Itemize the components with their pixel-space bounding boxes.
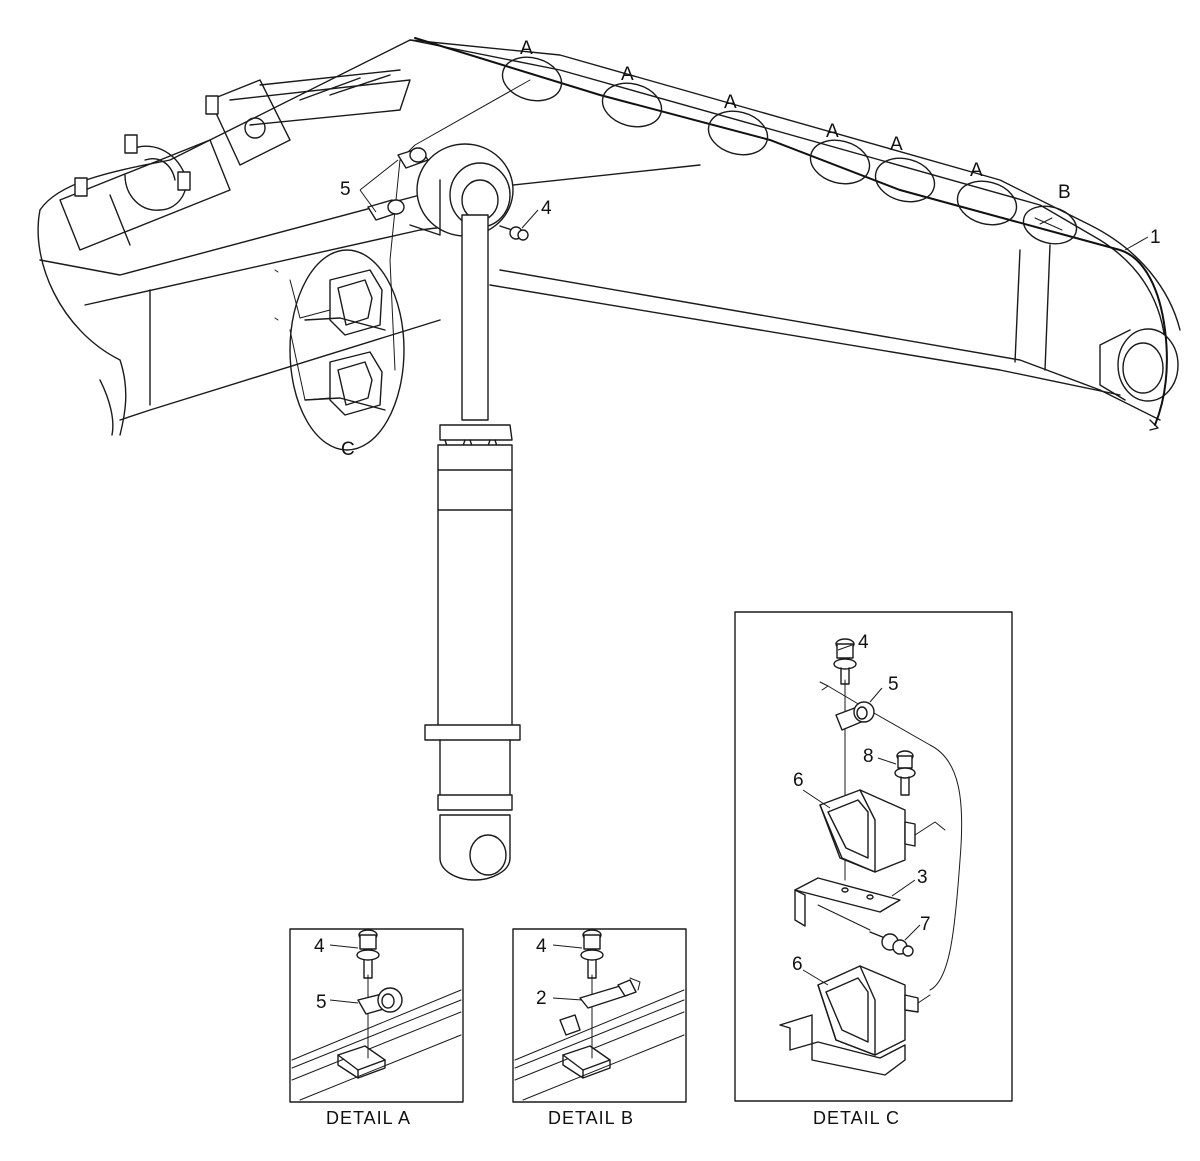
clamp-upper [397, 147, 429, 169]
bubble-a2 [601, 82, 663, 128]
detail-b-bolt [580, 929, 604, 979]
detail-c-bracket [794, 877, 901, 931]
callout-a4: A [826, 121, 839, 142]
callout-c: C [341, 439, 355, 460]
detail-b-callout-2: 2 [536, 988, 547, 1009]
detail-c-callout-7: 7 [920, 914, 931, 935]
callout-5: 5 [340, 179, 351, 200]
hydraulic-line [414, 37, 1168, 426]
detail-c-callout-6-top: 6 [793, 770, 804, 791]
bubble-a3 [707, 110, 769, 156]
callout-a6: A [970, 160, 983, 181]
callout-4: 4 [541, 198, 552, 219]
detail-a-panel [289, 928, 464, 1103]
callout-a2: A [621, 64, 634, 85]
detail-c-light-bottom [779, 965, 931, 1076]
callout-a5: A [890, 134, 903, 155]
bubble-c [274, 249, 405, 451]
detail-c-callout-6-bottom: 6 [792, 954, 803, 975]
detail-c-clamp [835, 701, 875, 731]
detail-c-callout-8: 8 [863, 746, 874, 767]
detail-a-callout-5: 5 [316, 992, 327, 1013]
detail-b-callout-4: 4 [536, 936, 547, 957]
detail-b-bracket [559, 977, 641, 1036]
bubble-a1 [501, 56, 563, 102]
detail-c-callout-5: 5 [888, 674, 899, 695]
arm-cylinder [59, 69, 411, 251]
detail-c-bolt-top [833, 638, 857, 685]
bubble-a4 [809, 139, 871, 185]
clamp-lower [367, 199, 405, 221]
detail-c-caption: DETAIL C [813, 1108, 900, 1128]
callout-a3: A [724, 92, 737, 113]
detail-a-bolt [356, 929, 380, 979]
detail-c-callout-4: 4 [858, 632, 869, 653]
detail-a-callout-4: 4 [314, 936, 325, 957]
callout-a1: A [520, 38, 533, 59]
detail-c-light-top [819, 789, 946, 873]
detail-c-bolt-mid [894, 750, 916, 796]
callout-1: 1 [1150, 227, 1161, 248]
bubble-a5 [874, 157, 936, 203]
bubble-a6 [956, 180, 1018, 226]
boom-assembly [37, 37, 1181, 881]
detail-c-bolt-side [869, 931, 914, 957]
detail-b-panel [512, 928, 687, 1103]
callout-b: B [1058, 182, 1071, 203]
boom-cylinder [409, 143, 521, 881]
detail-a-caption: DETAIL A [326, 1108, 411, 1128]
detail-c-panel [734, 611, 1013, 1102]
detail-c-callout-3: 3 [917, 867, 928, 888]
bubble-b [1022, 205, 1078, 245]
detail-a-clamp [357, 987, 403, 1015]
detail-b-caption: DETAIL B [548, 1108, 634, 1128]
bolt-main [499, 225, 529, 241]
